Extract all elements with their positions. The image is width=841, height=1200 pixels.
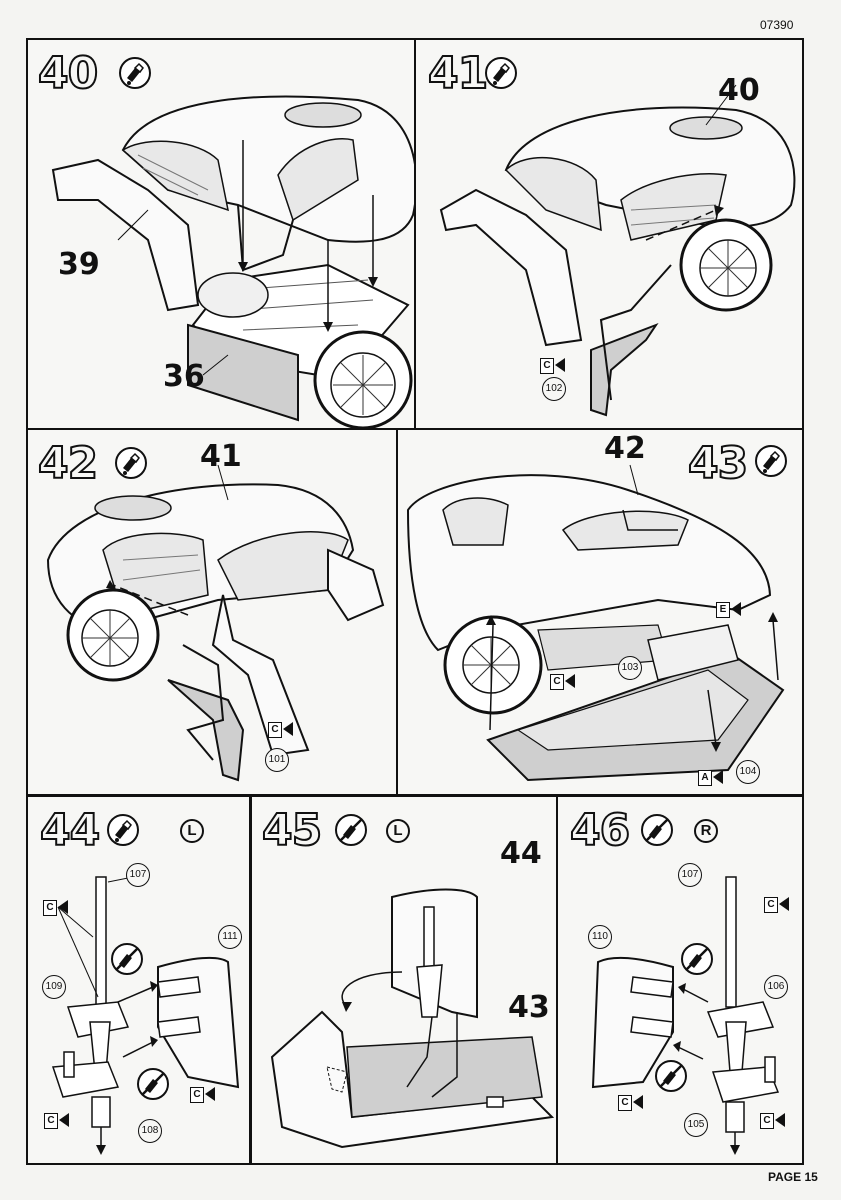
- glue-bottle-icon: [107, 814, 139, 846]
- step-41-tag-c: C: [540, 358, 565, 374]
- step-45-label-43: 43: [508, 990, 550, 1025]
- step-42-illustration: [46, 464, 385, 782]
- step-43-tag-c: C: [550, 674, 575, 690]
- step-43-panel: 42 43 E 103 C A 104: [396, 428, 804, 796]
- step-46-tag-c-3: C: [760, 1113, 785, 1129]
- step-43-part-103: 103: [618, 656, 642, 680]
- step-40-number: 40: [37, 48, 99, 99]
- step-40-label-39: 39: [58, 247, 100, 282]
- step-40-illustration: [51, 95, 414, 428]
- no-glue-icon: [680, 942, 714, 976]
- step-42-panel: 42 41 C 101: [26, 428, 398, 796]
- step-41-number: 41: [427, 48, 489, 99]
- step-44-part-109: 109: [42, 975, 66, 999]
- step-43-tag-a: A: [698, 770, 723, 786]
- no-glue-icon: [640, 813, 674, 847]
- step-46-tag-c: C: [764, 897, 789, 913]
- step-46-part-110: 110: [588, 925, 612, 949]
- step-44-part-111: 111: [218, 925, 242, 949]
- step-41-part-102: 102: [542, 377, 566, 401]
- step-44-illustration: [51, 876, 240, 1155]
- glue-bottle-icon: [119, 57, 151, 89]
- step-42-tag-c: C: [268, 722, 293, 738]
- step-43-illustration: [406, 464, 785, 782]
- step-41-illustration: [439, 84, 796, 417]
- step-40-panel: 40 39 36: [26, 38, 416, 430]
- no-glue-icon: [110, 942, 144, 976]
- glue-bottle-icon: [115, 447, 147, 479]
- right-side-badge: R: [694, 819, 718, 843]
- step-44-number: 44: [39, 805, 101, 856]
- glue-bottle-icon: [485, 57, 517, 89]
- step-45-panel: 45 L 44 43: [250, 795, 558, 1165]
- left-side-badge: L: [180, 819, 204, 843]
- step-46-part-107: 107: [678, 863, 702, 887]
- step-44-tag-c-3: C: [44, 1113, 69, 1129]
- step-43-number: 43: [687, 438, 749, 489]
- step-46-part-106: 106: [764, 975, 788, 999]
- step-44-tag-c-2: C: [190, 1087, 215, 1103]
- step-46-part-105: 105: [684, 1113, 708, 1137]
- step-41-label-40: 40: [718, 73, 760, 108]
- step-42-label-41: 41: [200, 439, 242, 474]
- no-glue-icon: [654, 1059, 688, 1093]
- step-44-part-108: 108: [138, 1119, 162, 1143]
- step-40-label-36: 36: [163, 359, 205, 394]
- step-43-tag-e: E: [716, 602, 741, 618]
- step-44-part-107: 107: [126, 863, 150, 887]
- step-45-illustration: [270, 888, 555, 1149]
- step-45-label-44: 44: [500, 836, 542, 871]
- step-41-panel: 41 40 C 102: [414, 38, 804, 430]
- step-43-label-42: 42: [604, 431, 646, 466]
- step-46-illustration: [591, 876, 780, 1155]
- step-46-tag-c-2: C: [618, 1095, 643, 1111]
- no-glue-icon: [136, 1067, 170, 1101]
- document-code: 07390: [760, 18, 794, 32]
- left-side-badge: L: [386, 819, 410, 843]
- step-45-number: 45: [261, 805, 323, 856]
- step-46-number: 46: [569, 805, 631, 856]
- no-glue-icon: [334, 813, 368, 847]
- step-42-number: 42: [37, 438, 99, 489]
- step-42-part-101: 101: [265, 748, 289, 772]
- page-number: PAGE 15: [768, 1170, 818, 1184]
- step-44-tag-c: C: [43, 900, 68, 916]
- step-44-panel: 44 L 107 C 109 111 C 108 C: [26, 795, 251, 1165]
- glue-bottle-icon: [755, 445, 787, 477]
- step-43-part-104: 104: [736, 760, 760, 784]
- step-46-panel: 46 R 107 C 110 106 C 105 C: [556, 795, 804, 1165]
